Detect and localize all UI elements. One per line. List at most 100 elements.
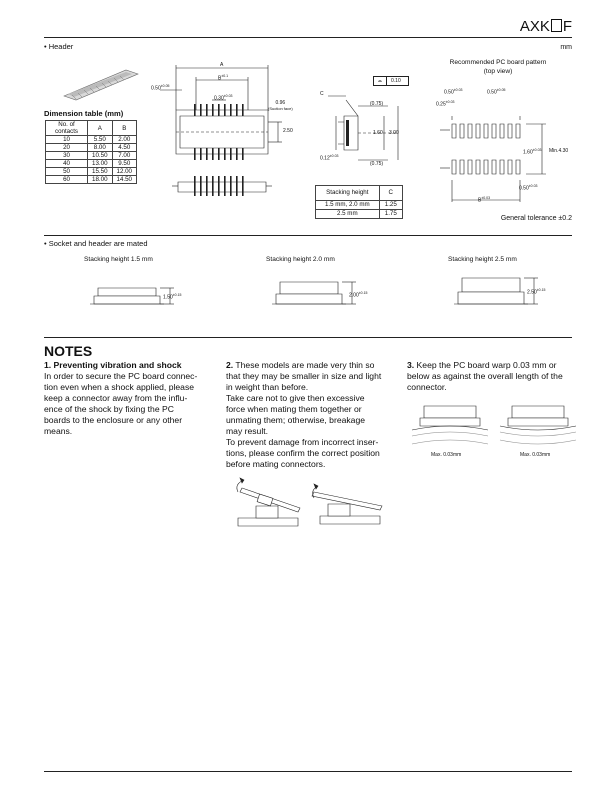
note-2-line: force when mating them together or <box>226 404 362 414</box>
header-side-view-drawing <box>318 76 408 176</box>
notes-title: NOTES <box>44 343 93 359</box>
table-cell: 50 <box>44 167 89 176</box>
side-lower-label: (0.75) <box>370 161 384 167</box>
suction-value: 0.96 <box>275 100 286 106</box>
pcb-050c-label: 0.50±0.03 <box>519 184 537 192</box>
mated-drawing-1 <box>90 280 190 320</box>
mated-dim-3-text: 2.50 <box>527 289 537 296</box>
dim-col-contacts: No. of contacts <box>44 120 89 136</box>
table-cell: 1.5 mm, 2.0 mm <box>315 200 380 210</box>
warp-label-right: Max. 0.03mm <box>520 452 551 458</box>
side-012-tol: ±0.03 <box>329 154 339 158</box>
table-cell: 18.00 <box>87 175 113 184</box>
table-cell: 2.00 <box>111 135 138 144</box>
table-cell: 15.50 <box>87 167 113 176</box>
mated-dim-2: 2.00±0.15 <box>349 291 367 299</box>
table-cell: 4.50 <box>111 143 138 152</box>
pcb-pattern-drawing <box>430 90 550 210</box>
stk-col-height: Stacking height <box>315 185 380 201</box>
pcb-160-tol: ±0.03 <box>532 148 542 152</box>
table-cell: 40 <box>44 159 89 168</box>
table-cell: 60 <box>44 175 89 184</box>
table-cell: 1.25 <box>378 200 404 210</box>
warp-drawing-left <box>410 400 490 460</box>
note-2-line: 2. These models are made very thin so <box>226 360 396 371</box>
note-3-line: below as against the overall length of t… <box>407 371 563 381</box>
title-box-glyph <box>550 19 562 32</box>
note-2-line: Take care not to give then excessive <box>226 393 365 403</box>
table-cell: 2.5 mm <box>315 209 380 219</box>
title-suffix: F <box>562 18 572 35</box>
note-3: 3. Keep the PC board warp 0.03 mm or bel… <box>407 360 575 393</box>
mated-dim-3: 2.50±0.15 <box>527 288 545 296</box>
note-1-line: keep a connector away from the influ- <box>44 393 188 403</box>
note-2-line: To prevent damage from incorrect inser- <box>226 437 379 447</box>
mated-title-1: Stacking height 1.5 mm <box>84 256 153 263</box>
pcb-050b-label: 0.50±0.05 <box>487 88 505 96</box>
pcb-025-text: 0.25 <box>436 101 446 108</box>
table-cell: 30 <box>44 151 89 160</box>
pcb-title-text: Recommended PC board pattern <box>449 59 547 66</box>
note-1-line: means. <box>44 426 73 436</box>
mated-dim-1-text: 1.50 <box>163 294 173 301</box>
note-2-line: unmating them; otherwise, breakage <box>226 415 366 425</box>
pcb-050c-text: 0.50 <box>519 185 529 192</box>
mated-drawing-2 <box>272 276 372 320</box>
dim-table-header: No. of contacts A B <box>44 120 138 136</box>
note-2: 2. These models are made very thin so th… <box>226 360 396 470</box>
pcb-050a-tol: ±0.03 <box>453 88 463 92</box>
bottom-rule <box>44 771 572 772</box>
pcb-pattern-title: Recommended PC board pattern (top view) <box>438 58 558 76</box>
flatness-icon: ⌓ <box>374 77 387 85</box>
pcb-b-text: B <box>478 197 482 204</box>
suction-note: (Suction face) <box>268 106 293 111</box>
pcb-050a-label: 0.50±0.03 <box>444 88 462 96</box>
pcb-050b-tol: ±0.05 <box>496 88 506 92</box>
table-cell: 9.50 <box>111 159 138 168</box>
note-2-line: in weight than before. <box>226 382 309 392</box>
warp-drawing-right <box>498 400 578 460</box>
dim-table-title: Dimension table (mm) <box>44 109 124 118</box>
stk-table-header: Stacking height C <box>315 185 404 201</box>
table-cell: 12.00 <box>111 167 138 176</box>
side-upper-label: (0.75) <box>370 101 384 107</box>
pcb-160-label: 1.60±0.03 <box>523 148 541 156</box>
pcb-160-text: 1.60 <box>523 149 533 156</box>
pcb-min430-label: Min.4.30 <box>549 148 569 154</box>
mated-title-2: Stacking height 2.0 mm <box>266 256 335 263</box>
suction-label: 0.96 (Suction face) <box>268 100 293 112</box>
section-mated-label: • Socket and header are mated <box>44 239 148 248</box>
rule-notes <box>44 337 572 338</box>
depth-label: 2.50 <box>283 128 293 134</box>
mated-drawing-3 <box>454 272 554 320</box>
stk-col-c: C <box>378 185 404 201</box>
note-1-line: boards to the enclosure or any other <box>44 415 183 425</box>
pin-width-tol: ±0.03 <box>223 94 233 98</box>
insertion-drawing-left <box>230 478 310 530</box>
pcb-025-tol: ±0.03 <box>445 100 455 104</box>
connector-photo <box>62 66 142 102</box>
note-2-line: may result. <box>226 426 269 436</box>
note-2-line: before mating connectors. <box>226 459 326 469</box>
note-1: 1. Preventing vibration and shock In ord… <box>44 360 214 437</box>
top-rule <box>44 37 572 38</box>
pcb-025-label: 0.25±0.03 <box>436 100 454 108</box>
table-cell: 14.50 <box>111 175 138 184</box>
table-cell: 8.00 <box>87 143 113 152</box>
note-1-line: ence of the shock by fixing the PC <box>44 404 174 414</box>
note-2-first: These models are made very thin so <box>233 360 375 370</box>
note-3-line: connector. <box>407 382 447 392</box>
side-300-label: 3.00 <box>389 130 399 136</box>
flatness-value: 0.10 <box>391 78 401 84</box>
side-012-label: 0.12±0.03 <box>320 154 338 162</box>
note-3-num: 3. <box>407 360 415 370</box>
